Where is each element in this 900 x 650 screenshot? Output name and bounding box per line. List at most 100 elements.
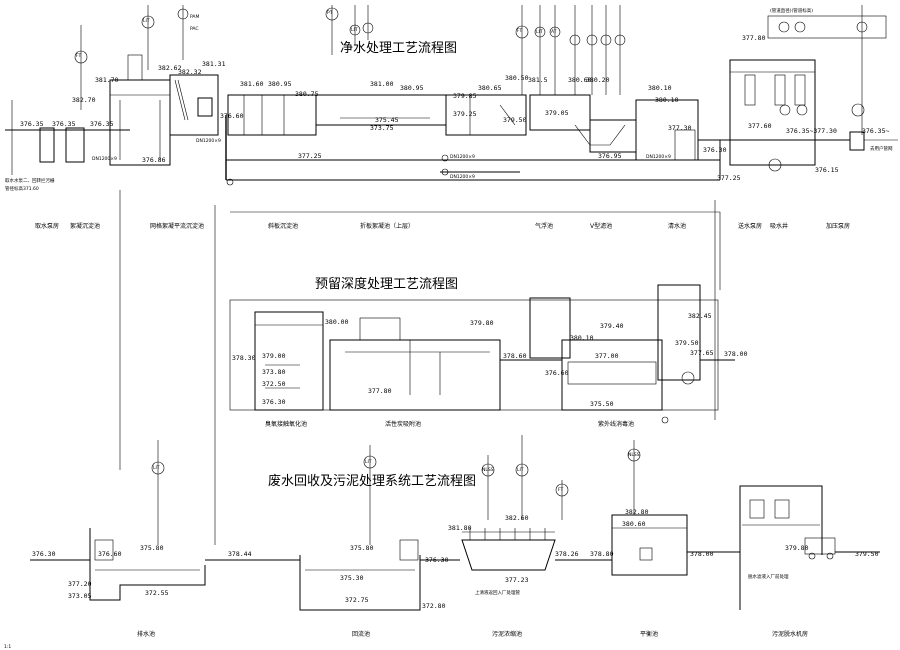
sludge-thickener [461,539,556,571]
svg-text:斜板沉淀池: 斜板沉淀池 [268,222,298,230]
svg-text:375.45: 375.45 [375,116,399,124]
svg-text:去用户管网: 去用户管网 [870,145,893,152]
svg-text:376.60: 376.60 [220,112,244,120]
svg-text:脱水滤液入厂前处理: 脱水滤液入厂前处理 [748,573,789,580]
svg-text:378.60: 378.60 [503,352,527,360]
title-pretreatment: 预留深度处理工艺流程图 [315,276,458,292]
svg-text:臭氧接触氧化池: 臭氧接触氧化池 [265,420,307,428]
svg-text:376.60: 376.60 [98,550,122,558]
svg-text:379.00: 379.00 [262,352,286,360]
instrument-cluster-filter [569,5,626,95]
pump-house [109,79,171,166]
bottom-instrument-row: LIT LIT NLSS LIT FT NLSS [151,416,669,545]
svg-text:375.30: 375.30 [340,574,364,582]
bottom-notes: 上清液返回入厂处理管 脱水滤液入厂前处理 1:1 [4,573,789,650]
sludge-dewatering-house [739,485,823,610]
svg-text:379.50: 379.50 [675,339,699,347]
top-unit-names: 取水泵房 絮凝沉淀池 网格絮凝平流沉淀池 斜板沉淀池 折板絮凝池（上层） 气浮池… [35,222,850,230]
svg-text:DN1200×9: DN1200×9 [450,154,475,160]
svg-text:378.30: 378.30 [232,354,256,362]
svg-text:382.45: 382.45 [688,312,712,320]
svg-text:回流池: 回流池 [352,630,370,638]
instrument-cluster-right: (管道直径)(管道标高) [767,5,887,135]
balance-tank [611,514,688,576]
svg-text:377.25: 377.25 [717,174,741,182]
svg-text:DN1200×9: DN1200×9 [450,174,475,180]
svg-text:375.80: 375.80 [350,544,374,552]
svg-text:376.60: 376.60 [545,369,569,377]
svg-text:380.10: 380.10 [655,96,679,104]
svg-text:380.60: 380.60 [568,76,592,84]
svg-text:379.50: 379.50 [503,116,527,124]
svg-text:373.80: 373.80 [262,368,286,376]
svg-text:376.35: 376.35 [52,120,76,128]
svg-text:FT: FT [76,53,82,59]
svg-text:375.50: 375.50 [590,400,614,408]
filter-chamber [589,119,637,153]
svg-text:加压泵房: 加压泵房 [826,222,850,230]
svg-text:376.35: 376.35 [20,120,44,128]
svg-text:平衡池: 平衡池 [640,630,658,638]
svg-text:381.5: 381.5 [528,76,548,84]
svg-text:372.75: 372.75 [345,596,369,604]
intake-chamber [65,127,85,163]
svg-text:377.30: 377.30 [668,124,692,132]
chem-pam-label: PAM [190,14,200,20]
svg-text:LIT: LIT [536,29,543,35]
svg-text:376.30: 376.30 [425,556,449,564]
svg-text:377.80: 377.80 [368,387,392,395]
svg-text:377.20: 377.20 [68,580,92,588]
svg-text:吸水井: 吸水井 [770,222,788,230]
svg-text:373.05: 373.05 [68,592,92,600]
svg-text:379.05: 379.05 [545,109,569,117]
svg-text:活性炭吸附池: 活性炭吸附池 [385,420,421,428]
svg-text:379.85: 379.85 [453,92,477,100]
svg-text:372.55: 372.55 [145,589,169,597]
flocculation-tank-1 [169,74,219,136]
svg-text:FT: FT [558,487,564,493]
middle-process-flow [229,284,735,411]
title-clean-water: 净水处理工艺流程图 [340,41,457,56]
v-filter [529,94,591,131]
svg-text:PT: PT [327,10,333,16]
instrument-at-1 [177,5,189,60]
svg-text:377.23: 377.23 [505,576,529,584]
ozone-contact-tank [254,311,324,411]
svg-text:378.44: 378.44 [228,550,252,558]
svg-text:376.30: 376.30 [32,550,56,558]
svg-text:378.26: 378.26 [555,550,579,558]
svg-text:382.70: 382.70 [72,96,96,104]
svg-text:382.32: 382.32 [178,68,202,76]
svg-text:LIT: LIT [153,465,160,471]
svg-text:取水水泵二、回转拦污栅: 取水水泵二、回转拦污栅 [5,177,55,184]
svg-text:379.80: 379.80 [470,319,494,327]
svg-text:NLSS: NLSS [482,467,494,473]
svg-text:LIT: LIT [351,27,358,33]
svg-text:380.10: 380.10 [648,84,672,92]
svg-text:FT: FT [517,28,523,34]
svg-text:381.00: 381.00 [370,80,394,88]
instrument-lit-2: LIT [349,5,361,45]
middle-frame [229,299,719,411]
instrument-at-3: AT [549,5,561,95]
svg-text:376.35~: 376.35~ [862,127,889,135]
intake-well [39,127,55,163]
sludge-truck-icon [804,537,836,555]
svg-text:373.75: 373.75 [370,124,394,132]
svg-text:381.80: 381.80 [448,524,472,532]
top-elevation-labels: 376.35 376.35 376.35 381.70 382.70 382.6… [20,34,889,182]
svg-text:376.95: 376.95 [598,152,622,160]
svg-text:DN1200×9: DN1200×9 [196,138,221,144]
top-instrument-row: FT LIT PT LIT FT [74,5,887,135]
title-waste-recovery: 废水回收及污泥处理系统工艺流程图 [268,473,476,489]
svg-text:紫外线消毒池: 紫外线消毒池 [598,420,634,428]
svg-text:取水泵房: 取水泵房 [35,222,59,230]
instrument-lit-1: LIT [141,5,155,70]
svg-text:380.20: 380.20 [586,76,610,84]
svg-text:380.00: 380.00 [325,318,349,326]
svg-text:(管道直径)(管道标高): (管道直径)(管道标高) [770,7,813,14]
svg-text:NLSS: NLSS [628,452,640,458]
svg-text:372.50: 372.50 [262,380,286,388]
svg-text:清水池: 清水池 [668,222,686,230]
top-process-flow [5,54,898,545]
